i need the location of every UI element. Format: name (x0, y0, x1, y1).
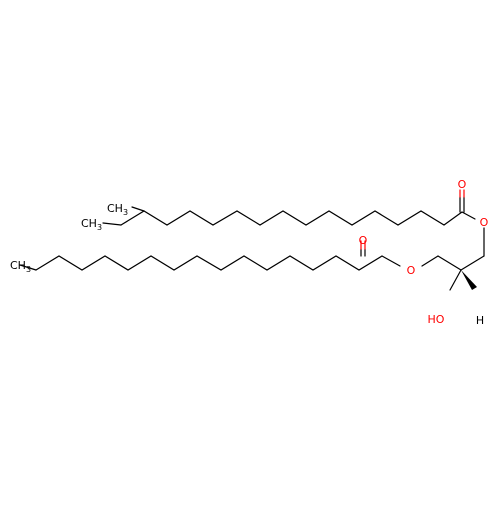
ch2-o-lower (421, 255, 439, 267)
lower-acyl-chain (19, 255, 401, 271)
glycerol-backbone (421, 227, 485, 291)
upper-carbonyl-double-bond (459, 189, 465, 213)
carbonyl-ester-bond (461, 211, 476, 220)
ch2-ch (460, 255, 485, 271)
lower-carbonyl-oxygen: O (359, 234, 368, 247)
upper-ester-oxygen: O (480, 216, 489, 229)
ch-oh-bond (449, 269, 462, 291)
upper-acyl-chain (102, 206, 476, 226)
hydroxyl-label: HO (428, 313, 445, 326)
branch-bond (131, 206, 145, 212)
upper-carbonyl-oxygen: O (458, 178, 467, 191)
lower-carbonyl-double-bond (360, 240, 366, 257)
terminal-methyl-bond (102, 222, 122, 226)
ch-ch2-lower (437, 255, 462, 271)
upper-terminal-methyl-label: CH3 (81, 217, 102, 232)
stereo-wedge-bond (461, 270, 477, 290)
upper-chain-bonds (120, 210, 463, 226)
lower-chain-bonds (35, 255, 383, 271)
lower-terminal-methyl-label: CH3 (10, 259, 31, 274)
stereo-hydrogen-label: H (476, 314, 484, 327)
lower-ester-oxygen: O (407, 264, 416, 277)
lower-terminal-methyl-bond (19, 264, 37, 271)
ester-o-carbonyl (381, 255, 401, 267)
branch-methyl-label: CH3 (107, 202, 128, 217)
